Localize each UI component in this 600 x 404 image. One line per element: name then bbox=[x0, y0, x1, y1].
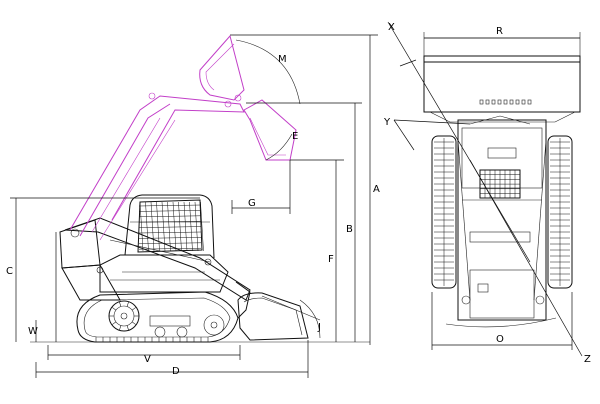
side-view: A B C D E F G M V W J bbox=[6, 34, 380, 378]
machine-body-front bbox=[457, 115, 547, 321]
right-track bbox=[547, 135, 573, 289]
label-j: J bbox=[317, 322, 321, 333]
leader-z bbox=[469, 159, 583, 357]
label-b: B bbox=[346, 224, 353, 235]
leader-x bbox=[387, 21, 531, 263]
label-v: V bbox=[144, 354, 151, 365]
dump-angle-arc bbox=[235, 39, 301, 105]
label-f: F bbox=[328, 254, 334, 265]
label-e: E bbox=[292, 131, 298, 142]
label-c: C bbox=[6, 266, 13, 277]
cab-grill bbox=[137, 199, 204, 253]
ground-curve bbox=[445, 317, 557, 328]
lift-arm-lowered bbox=[64, 217, 251, 319]
label-w: W bbox=[28, 326, 38, 337]
label-d: D bbox=[172, 366, 180, 377]
leader-y bbox=[393, 119, 471, 125]
idler-wheel bbox=[203, 314, 225, 336]
road-wheel bbox=[154, 326, 166, 338]
label-r: R bbox=[496, 26, 503, 37]
label-o: O bbox=[496, 334, 504, 345]
front-view: R X Y Z O bbox=[383, 21, 591, 365]
road-wheel bbox=[176, 326, 188, 338]
label-z: Z bbox=[584, 354, 591, 365]
lift-arm-raised bbox=[69, 92, 245, 241]
track-assembly bbox=[76, 291, 239, 343]
label-m: M bbox=[278, 54, 287, 65]
rollback-arc bbox=[265, 133, 293, 161]
label-a: A bbox=[373, 184, 380, 195]
bucket-front bbox=[423, 32, 581, 123]
label-g: G bbox=[248, 198, 256, 209]
track-lugs bbox=[95, 337, 209, 342]
bucket-lowered bbox=[237, 292, 309, 341]
label-x: X bbox=[388, 22, 395, 33]
drive-sprocket bbox=[108, 300, 140, 332]
label-y: Y bbox=[383, 117, 391, 128]
left-track bbox=[431, 135, 457, 289]
bucket-angle-arc bbox=[299, 299, 321, 339]
